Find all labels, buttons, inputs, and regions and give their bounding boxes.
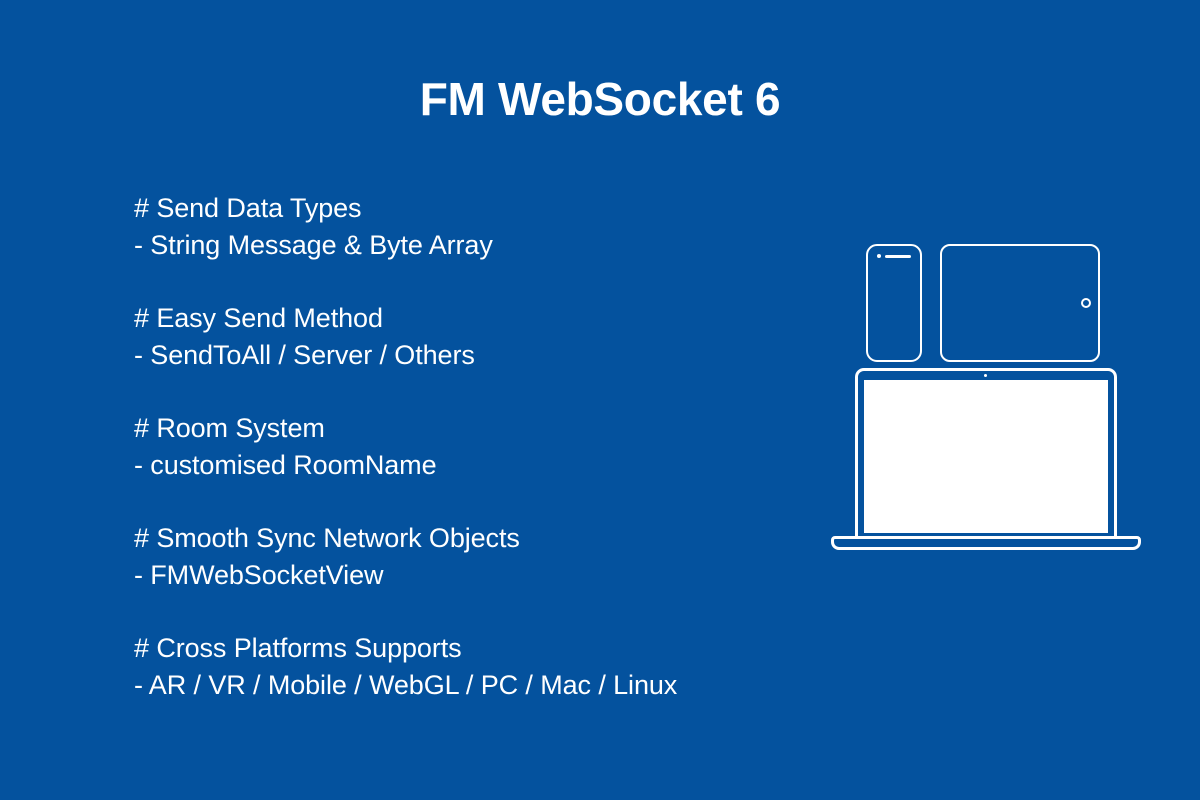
list-item: # Smooth Sync Network Objects - FMWebSoc… (134, 520, 854, 594)
feature-detail: - FMWebSocketView (134, 560, 384, 590)
feature-list: # Send Data Types - String Message & Byt… (134, 190, 854, 704)
feature-detail: - SendToAll / Server / Others (134, 340, 475, 370)
laptop-base (831, 536, 1141, 550)
phone-speaker-icon (885, 255, 911, 258)
phone-camera-icon (877, 254, 881, 258)
feature-heading: # Cross Platforms Supports (134, 633, 462, 663)
feature-detail: - customised RoomName (134, 450, 437, 480)
feature-heading: # Smooth Sync Network Objects (134, 523, 520, 553)
laptop-icon (826, 368, 1146, 558)
tablet-home-button-icon (1081, 298, 1091, 308)
list-item: # Easy Send Method - SendToAll / Server … (134, 300, 854, 374)
laptop-screen (864, 380, 1108, 533)
list-item: # Cross Platforms Supports - AR / VR / M… (134, 630, 854, 704)
phone-icon (866, 244, 922, 362)
laptop-webcam-icon (984, 374, 987, 377)
list-item: # Send Data Types - String Message & Byt… (134, 190, 854, 264)
feature-heading: # Easy Send Method (134, 303, 383, 333)
feature-heading: # Room System (134, 413, 325, 443)
feature-detail: - AR / VR / Mobile / WebGL / PC / Mac / … (134, 670, 678, 700)
page-title: FM WebSocket 6 (419, 73, 781, 125)
feature-detail: - String Message & Byte Array (134, 230, 493, 260)
list-item: # Room System - customised RoomName (134, 410, 854, 484)
feature-heading: # Send Data Types (134, 193, 362, 223)
tablet-icon (940, 244, 1100, 362)
device-illustration-group (826, 236, 1146, 566)
laptop-lid (855, 368, 1117, 540)
